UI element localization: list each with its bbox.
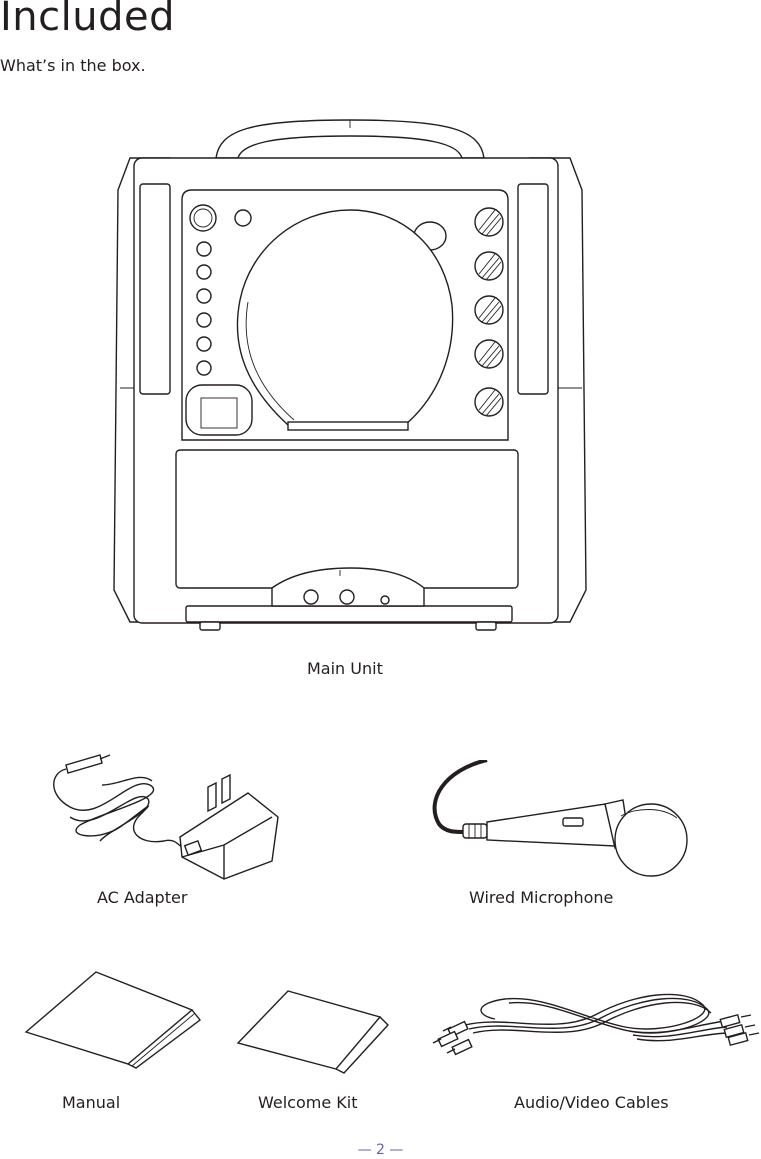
wired-microphone-illustration xyxy=(432,760,688,877)
page-number: — 2 — xyxy=(357,1142,404,1158)
main-unit-illustration xyxy=(113,119,587,631)
page-subtitle: What’s in the box. xyxy=(0,56,146,75)
welcome-kit-illustration xyxy=(236,990,389,1074)
welcome-kit-caption: Welcome Kit xyxy=(258,1093,358,1112)
manual-caption: Manual xyxy=(62,1093,121,1112)
ac-adapter-caption: AC Adapter xyxy=(97,888,188,907)
audio-video-cables-illustration xyxy=(432,993,760,1056)
ac-adapter-illustration xyxy=(53,754,279,880)
main-unit-caption: Main Unit xyxy=(307,659,383,678)
page-title: Included xyxy=(0,0,175,40)
audio-video-cables-caption: Audio/Video Cables xyxy=(514,1093,669,1112)
manual-illustration xyxy=(24,971,201,1069)
wired-microphone-caption: Wired Microphone xyxy=(469,888,614,907)
